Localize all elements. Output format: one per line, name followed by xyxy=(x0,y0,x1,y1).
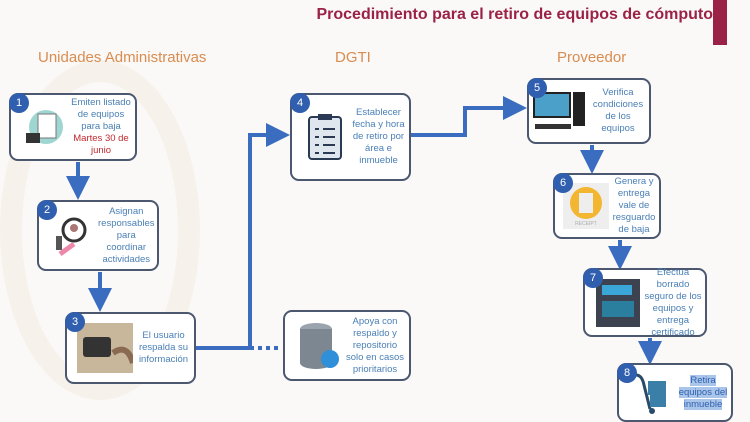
step-number: 3 xyxy=(65,312,85,332)
accent-bar xyxy=(713,0,727,45)
step-4-box: 4 Establecer fecha y hora de retiro por … xyxy=(290,93,411,181)
step-2-box: 2 Asignan responsables para coordinar ac… xyxy=(37,200,159,271)
step-8-box: 8 Retira equipos del inmueble xyxy=(617,363,733,422)
column-heading-proveedor: Proveedor xyxy=(557,49,627,66)
step-text: Verifica condiciones de los equipos xyxy=(592,87,644,134)
page-title: Procedimiento para el retiro de equipos … xyxy=(316,6,713,23)
step-date: Martes 30 de junio xyxy=(73,133,129,156)
arrow-4-5 xyxy=(411,96,527,137)
step-text: Asignan responsables para coordinar acti… xyxy=(98,205,155,265)
step-number: 2 xyxy=(37,200,57,220)
step-number: 1 xyxy=(9,93,29,113)
step-text: Efectua borrado seguro de los equipos y … xyxy=(644,266,702,338)
step-7-box: 7 Efectua borrado seguro de los equipos … xyxy=(583,266,707,338)
document-hand-icon xyxy=(21,104,67,150)
file-shredder-icon xyxy=(595,278,641,327)
database-cloud-icon xyxy=(295,322,341,369)
step-number: 7 xyxy=(583,268,603,288)
backup-support-box: Apoya con respaldo y repositorio solo en… xyxy=(283,310,411,381)
step-number: 6 xyxy=(553,173,573,193)
magnifier-people-icon xyxy=(49,213,95,259)
step-5-box: 5 Verifica condiciones de los equipos xyxy=(527,78,651,144)
column-heading-dgti: DGTI xyxy=(335,49,371,66)
step-number: 5 xyxy=(527,78,547,98)
step-6-box: 6 RECEIPT Genera y entrega vale de resgu… xyxy=(553,173,661,239)
step-text: Emiten listado de equipos para baja xyxy=(71,97,131,132)
hand-truck-icon xyxy=(629,370,675,416)
receipt-icon-label: RECEIPT xyxy=(575,221,597,227)
step-text: Apoya con respaldo y repositorio solo en… xyxy=(345,315,405,375)
step-text: Genera y entrega vale de resguardo de ba… xyxy=(612,176,656,235)
step-number: 4 xyxy=(290,93,310,113)
step-text: El usuario respalda su información xyxy=(138,330,189,365)
column-heading-unidades: Unidades Administrativas xyxy=(38,49,207,66)
step-3-box: 3 El usuario respalda su información xyxy=(65,312,196,384)
step-text: Retira equipos del inmueble xyxy=(678,374,728,410)
hard-drive-icon xyxy=(77,323,133,373)
receipt-icon: RECEIPT xyxy=(563,183,609,229)
step-text: Establecer fecha y hora de retiro por ár… xyxy=(352,107,405,166)
step-number: 8 xyxy=(617,363,637,383)
clipboard-checklist-icon xyxy=(302,114,348,160)
arrow-3-4 xyxy=(196,123,290,350)
